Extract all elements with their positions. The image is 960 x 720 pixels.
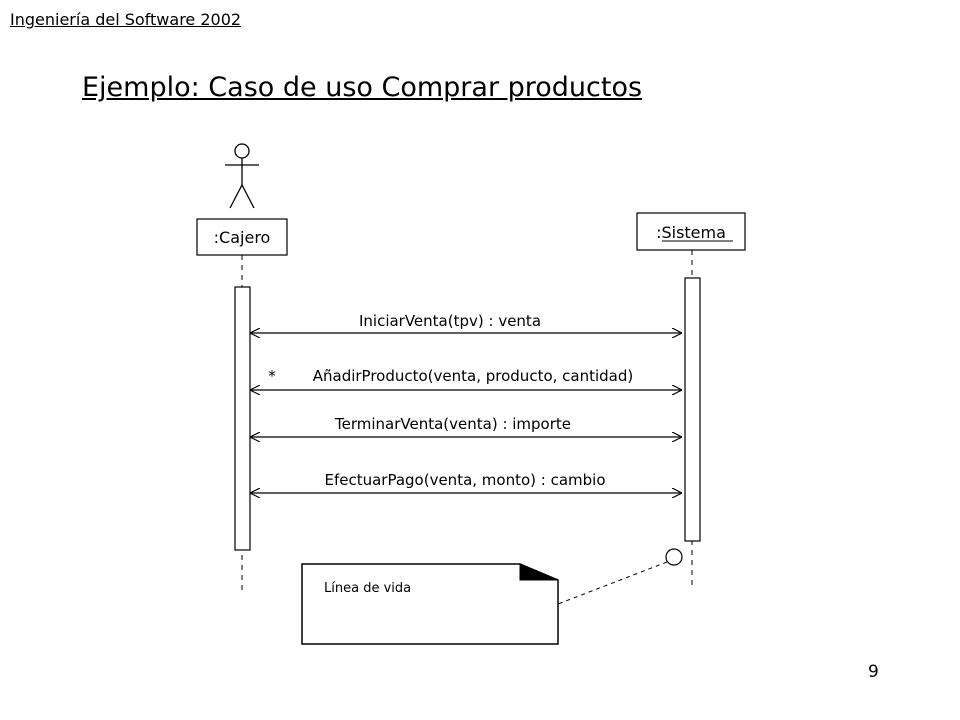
sistema-activation-bar bbox=[684, 277, 701, 542]
note-anchor-circle bbox=[665, 548, 683, 566]
cajero-activation-bar bbox=[234, 286, 251, 551]
sistema-object-box bbox=[636, 212, 746, 251]
message-2-label: AñadirProducto(venta, producto, cantidad… bbox=[313, 367, 634, 385]
message-3-label: TerminarVenta(venta) : importe bbox=[334, 415, 571, 433]
note-fold-corner bbox=[519, 563, 559, 581]
slide-title: Ejemplo: Caso de uso Comprar productos bbox=[82, 72, 643, 103]
message-1-label: IniciarVenta(tpv) : venta bbox=[359, 312, 541, 330]
lifeline-note-box bbox=[301, 563, 559, 645]
note-connector-line bbox=[557, 561, 668, 605]
sistema-object-label: :Sistema bbox=[656, 223, 726, 242]
page-number: 9 bbox=[868, 662, 879, 682]
cajero-object-label: :Cajero bbox=[214, 228, 271, 247]
message-2-iteration-marker: * bbox=[268, 367, 276, 385]
course-header: Ingeniería del Software 2002 bbox=[10, 10, 242, 29]
message-4-label: EfectuarPago(venta, monto) : cambio bbox=[324, 471, 605, 489]
note-label: Línea de vida bbox=[324, 581, 411, 596]
actor-stick-figure-icon bbox=[225, 143, 259, 209]
